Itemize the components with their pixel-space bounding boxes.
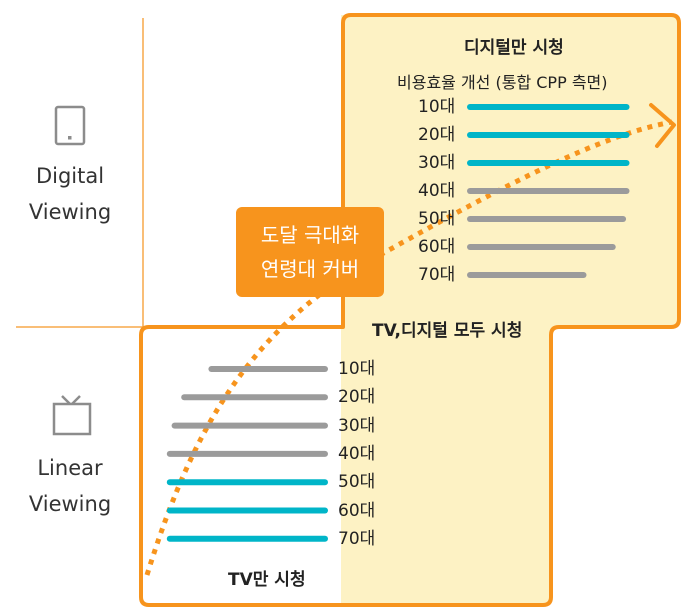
age-label: 70대 [418, 265, 456, 285]
linear-viewing-label: Linear Viewing [28, 456, 112, 516]
tv-only-title: TV만 시청 [228, 570, 306, 590]
callout-line2: 연령대 커버 [260, 257, 360, 281]
age-label: 60대 [338, 500, 376, 521]
tv-icon [52, 395, 92, 436]
tablet-icon [54, 105, 86, 146]
region-outline [139, 13, 681, 607]
age-label: 60대 [418, 237, 456, 257]
both-title: TV,디지털 모두 시청 [372, 321, 523, 341]
digital-only-subtitle: 비용효율 개선 (통합 CPP 측면) [397, 73, 608, 92]
callout-line1: 도달 극대화 [260, 223, 360, 247]
age-label: 40대 [338, 443, 376, 464]
callout-box: 도달 극대화 연령대 커버 [236, 207, 384, 297]
age-label: 50대 [338, 472, 376, 493]
arrow-head-icon [649, 103, 676, 148]
digital-viewing-label: Digital Viewing [28, 164, 112, 224]
age-label: 40대 [418, 181, 456, 201]
age-label: 50대 [418, 209, 456, 229]
age-label: 10대 [338, 359, 376, 379]
age-label: 30대 [338, 415, 376, 436]
region-fill-right [341, 15, 679, 605]
age-label: 20대 [418, 125, 456, 145]
age-label: 20대 [338, 387, 376, 408]
age-label: 10대 [418, 97, 456, 117]
digital-only-title: 디지털만 시청 [464, 38, 564, 58]
age-label: 70대 [338, 528, 376, 549]
age-label: 30대 [418, 153, 456, 173]
